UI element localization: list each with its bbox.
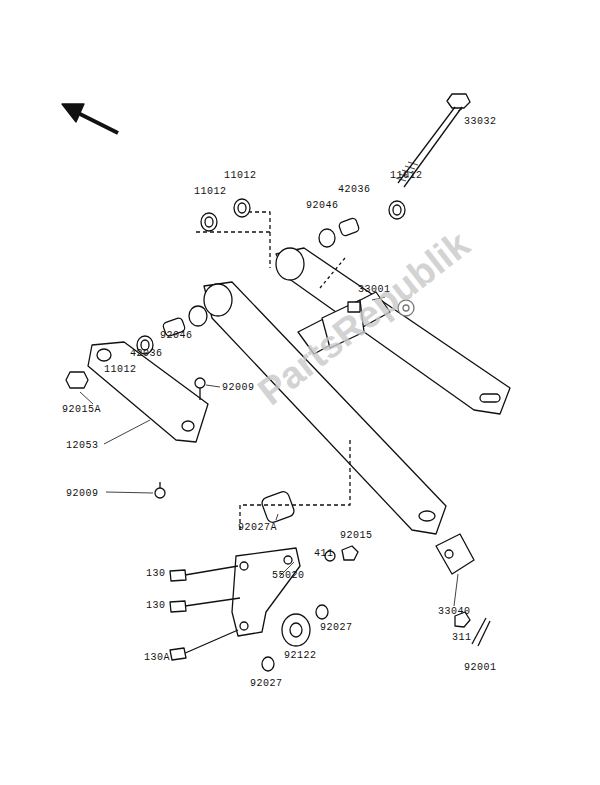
callout-number: 92009	[222, 382, 255, 393]
callout-number: 92046	[160, 330, 193, 341]
callout-number: 55020	[272, 570, 305, 581]
callout-number: 33040	[438, 606, 471, 617]
callout-number: 92122	[284, 650, 317, 661]
callout-number: 92027	[320, 622, 353, 633]
callout-number: 311	[452, 632, 472, 643]
callout-number: 12053	[66, 440, 99, 451]
callout-number: 92046	[306, 200, 339, 211]
callout-number: 92001	[464, 662, 497, 673]
callout-number: 411	[314, 548, 334, 559]
callout-number: 11012	[390, 170, 423, 181]
callout-number: 11012	[194, 186, 227, 197]
callout-number: 130	[146, 600, 166, 611]
callout-number: 11012	[224, 170, 257, 181]
callout-number: 92009	[66, 488, 99, 499]
callout-number: 130A	[144, 652, 170, 663]
callout-number: 11012	[104, 364, 137, 375]
callout-number: 92027A	[238, 522, 277, 533]
callout-number: 130	[146, 568, 166, 579]
callout-number: 92015A	[62, 404, 101, 415]
callout-number: 92015	[340, 530, 373, 541]
callout-number: 42036	[130, 348, 163, 359]
callout-number: 42036	[338, 184, 371, 195]
callout-number: 33032	[464, 116, 497, 127]
callout-number: 92027	[250, 678, 283, 689]
